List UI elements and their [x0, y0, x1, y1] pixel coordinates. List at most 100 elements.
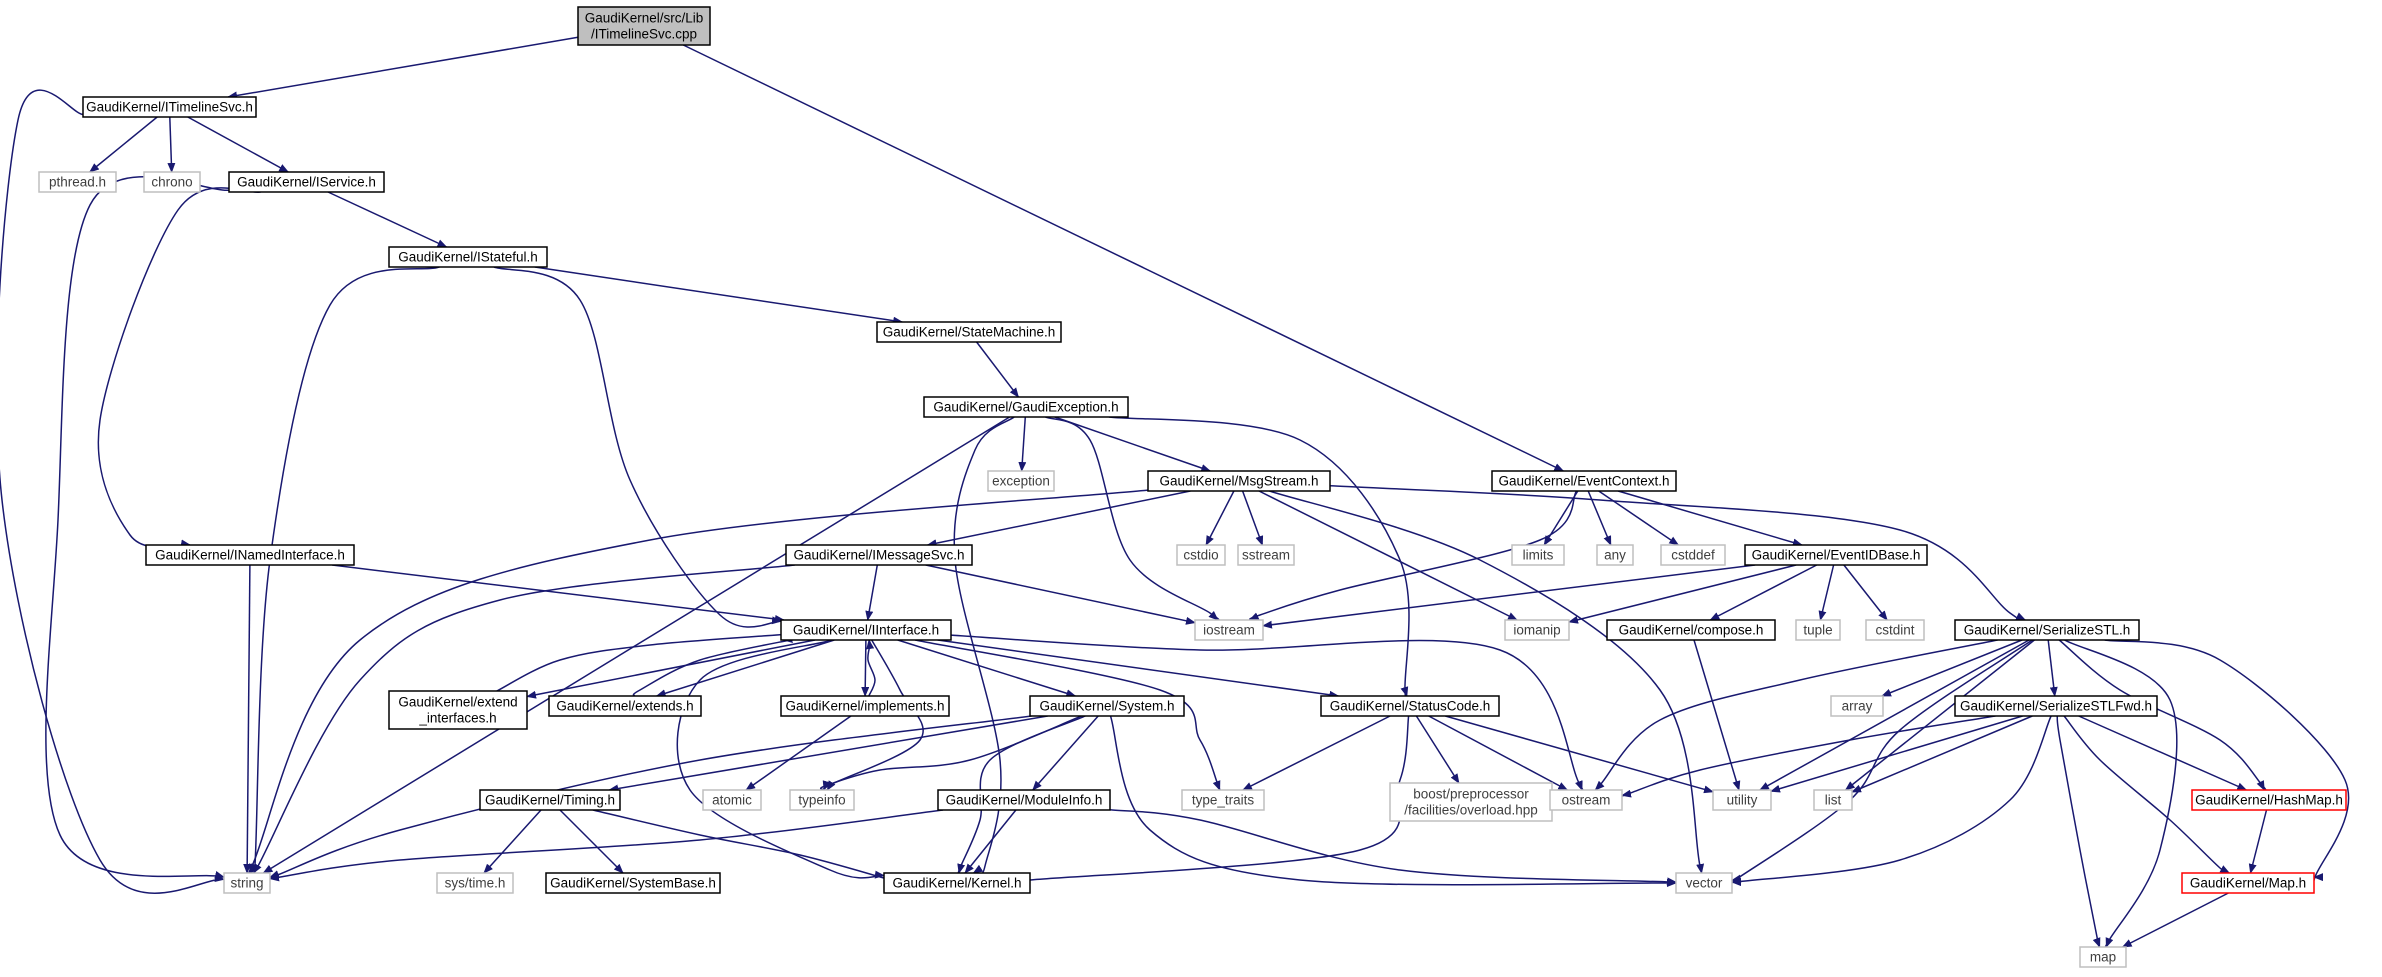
edge-msgstream-sstream: [1241, 490, 1264, 546]
node-serializestlfwd[interactable]: GaudiKernel/SerializeSTLFwd.h: [1954, 695, 2158, 717]
node-box: [1830, 695, 1884, 717]
edge-serializestl-list: [1844, 639, 2035, 791]
node-box: [1320, 695, 1500, 717]
node-extend_interfaces[interactable]: GaudiKernel/extend_interfaces.h: [388, 690, 528, 730]
node-moduleinfo[interactable]: GaudiKernel/ModuleInfo.h: [937, 789, 1111, 811]
edge-iinterface-statuscode: [937, 639, 1340, 699]
node-label: cstdint: [1875, 622, 1914, 637]
node-implements[interactable]: GaudiKernel/implements.h: [780, 695, 950, 717]
node-label: type_traits: [1192, 792, 1255, 807]
node-kernel[interactable]: GaudiKernel/Kernel.h: [883, 872, 1031, 894]
edge-serializestlfwd-map: [2056, 715, 2101, 952]
node-box: [436, 872, 514, 894]
node-box: [1865, 619, 1925, 641]
edge-serializestl-hashmap: [2058, 639, 2267, 792]
node-label: vector: [1686, 875, 1723, 890]
edge-eventcontext-eventidbase: [1617, 490, 1803, 547]
node-iservice[interactable]: GaudiKernel/IService.h: [228, 171, 385, 193]
edge-mapnode-map: [2121, 892, 2229, 948]
node-serializestl[interactable]: GaudiKernel/SerializeSTL.h: [1954, 619, 2140, 641]
node-label: iostream: [1203, 622, 1255, 637]
node-box: [1549, 789, 1623, 811]
edge-serializestlfwd-ostream: [1617, 715, 1996, 798]
node-msgstream[interactable]: GaudiKernel/MsgStream.h: [1147, 470, 1331, 492]
edge-iinterface-kernel: [676, 639, 885, 879]
edge-statuscode-type_traits: [1242, 715, 1391, 791]
node-iomanip: iomanip: [1504, 619, 1570, 641]
edge-hashmap-mapnode: [2248, 809, 2268, 874]
node-eventcontext[interactable]: GaudiKernel/EventContext.h: [1491, 470, 1677, 492]
node-inamedinterface[interactable]: GaudiKernel/INamedInterface.h: [145, 544, 355, 566]
node-label: GaudiKernel/EventIDBase.h: [1752, 547, 1921, 562]
node-system[interactable]: GaudiKernel/System.h: [1029, 695, 1185, 717]
edge-gaudiexception-iostream: [1045, 416, 1220, 621]
edge-serializestlfwd-mapnode: [2063, 715, 2231, 875]
node-box: [1504, 619, 1570, 641]
node-label: cstdio: [1183, 547, 1218, 562]
node-istateful[interactable]: GaudiKernel/IStateful.h: [388, 246, 548, 268]
node-box: [1712, 789, 1772, 811]
node-systembase[interactable]: GaudiKernel/SystemBase.h: [545, 872, 721, 894]
node-label: GaudiKernel/ModuleInfo.h: [946, 792, 1103, 807]
node-statemachine[interactable]: GaudiKernel/StateMachine.h: [876, 321, 1062, 343]
node-hashmap[interactable]: GaudiKernel/HashMap.h: [2191, 789, 2347, 811]
node-label: GaudiKernel/Map.h: [2190, 875, 2306, 890]
edge-iinterface-type_traits: [914, 639, 1221, 792]
edge-gaudiexception-string: [262, 416, 1010, 874]
node-label: GaudiKernel/HashMap.h: [2195, 792, 2343, 807]
node-label: iomanip: [1513, 622, 1560, 637]
node-itimelinesvc[interactable]: GaudiKernel/ITimelineSvc.h: [82, 96, 257, 118]
node-extends[interactable]: GaudiKernel/extends.h: [548, 695, 702, 717]
edge-iservice-string: [45, 176, 230, 879]
node-label: exception: [992, 473, 1050, 488]
edge-eventcontext-iostream: [1248, 490, 1578, 621]
node-label: /facilities/overload.hpp: [1404, 802, 1538, 817]
edge-inamedinterface-string: [243, 564, 252, 874]
node-box: [780, 619, 952, 641]
node-box: [577, 6, 711, 46]
edge-imessagesvc-string: [248, 564, 795, 883]
edge-root-eventcontext: [682, 44, 1565, 472]
node-label: string: [230, 875, 263, 890]
edge-itimelinesvc-chrono: [167, 116, 176, 173]
node-label: GaudiKernel/extend: [398, 694, 517, 709]
node-type_traits: type_traits: [1181, 789, 1265, 811]
edge-moduleinfo-string: [262, 809, 944, 882]
edge-serializestlfwd-list: [1851, 715, 2033, 793]
node-box: [1675, 872, 1733, 894]
node-imessagesvc[interactable]: GaudiKernel/IMessageSvc.h: [785, 544, 973, 566]
edge-extends-iinterface: [632, 635, 805, 697]
node-timing[interactable]: GaudiKernel/Timing.h: [479, 789, 621, 811]
node-label: sstream: [1242, 547, 1290, 562]
edge-system-moduleinfo: [1032, 715, 1099, 791]
node-mapnode[interactable]: GaudiKernel/Map.h: [2181, 872, 2315, 894]
node-box: [1194, 619, 1264, 641]
node-label: GaudiKernel/MsgStream.h: [1159, 473, 1318, 488]
node-utility: utility: [1712, 789, 1772, 811]
edge-timing-systime: [483, 809, 542, 874]
node-box: [876, 321, 1062, 343]
edges: [0, 36, 2350, 952]
edge-root-itimelinesvc: [227, 36, 579, 100]
edge-eventidbase-iostream: [1262, 564, 1756, 629]
node-pthread: pthread.h: [38, 171, 117, 193]
node-label: GaudiKernel/SerializeSTLFwd.h: [1960, 698, 2152, 713]
node-box: [1795, 619, 1841, 641]
node-cstdio: cstdio: [1176, 544, 1226, 566]
node-overload: boost/preprocessor/facilities/overload.h…: [1389, 782, 1553, 822]
node-eventidbase[interactable]: GaudiKernel/EventIDBase.h: [1744, 544, 1928, 566]
node-box: [1176, 544, 1226, 566]
node-cstddef: cstddef: [1660, 544, 1726, 566]
edge-serializestlfwd-hashmap: [2078, 715, 2248, 791]
edge-msgstream-iomanip: [1258, 490, 1518, 621]
node-compose[interactable]: GaudiKernel/compose.h: [1606, 619, 1776, 641]
node-gaudiexception[interactable]: GaudiKernel/GaudiException.h: [923, 396, 1129, 418]
node-label: GaudiKernel/src/Lib: [585, 10, 704, 25]
node-statuscode[interactable]: GaudiKernel/StatusCode.h: [1320, 695, 1500, 717]
node-iinterface[interactable]: GaudiKernel/IInterface.h: [780, 619, 952, 641]
edge-eventcontext-limits: [1543, 490, 1579, 546]
node-map: map: [2079, 946, 2127, 968]
edge-eventcontext-cstddef: [1598, 490, 1680, 546]
node-label: array: [1842, 698, 1873, 713]
node-box: [1029, 695, 1185, 717]
